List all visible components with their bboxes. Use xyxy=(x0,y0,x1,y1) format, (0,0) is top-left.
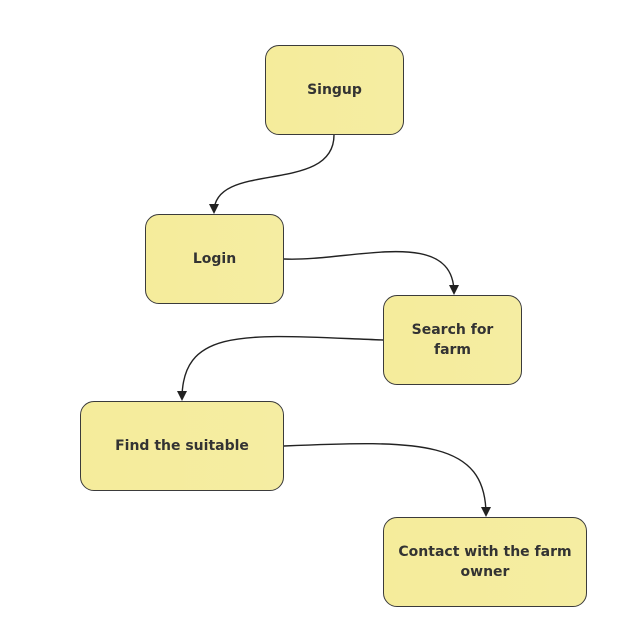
node-signup-label: Singup xyxy=(307,82,362,98)
node-contact-farm-owner: Contact with the farm owner xyxy=(383,517,587,607)
node-login: Login xyxy=(145,214,284,304)
node-find-the-suitable-label: Find the suitable xyxy=(115,438,249,454)
edge-search-to-find xyxy=(177,335,384,401)
node-login-label: Login xyxy=(192,251,237,267)
edge-find-to-contact xyxy=(283,442,491,517)
edge-signup-to-login xyxy=(209,134,335,214)
node-find-the-suitable: Find the suitable xyxy=(80,401,284,491)
node-signup: Singup xyxy=(265,45,404,135)
node-search-for-farm: Search for farm xyxy=(383,295,522,385)
node-contact-farm-owner-label: Contact with the farm owner xyxy=(398,544,572,580)
edge-login-to-search xyxy=(283,250,459,295)
node-search-for-farm-label: Search for farm xyxy=(411,322,494,358)
